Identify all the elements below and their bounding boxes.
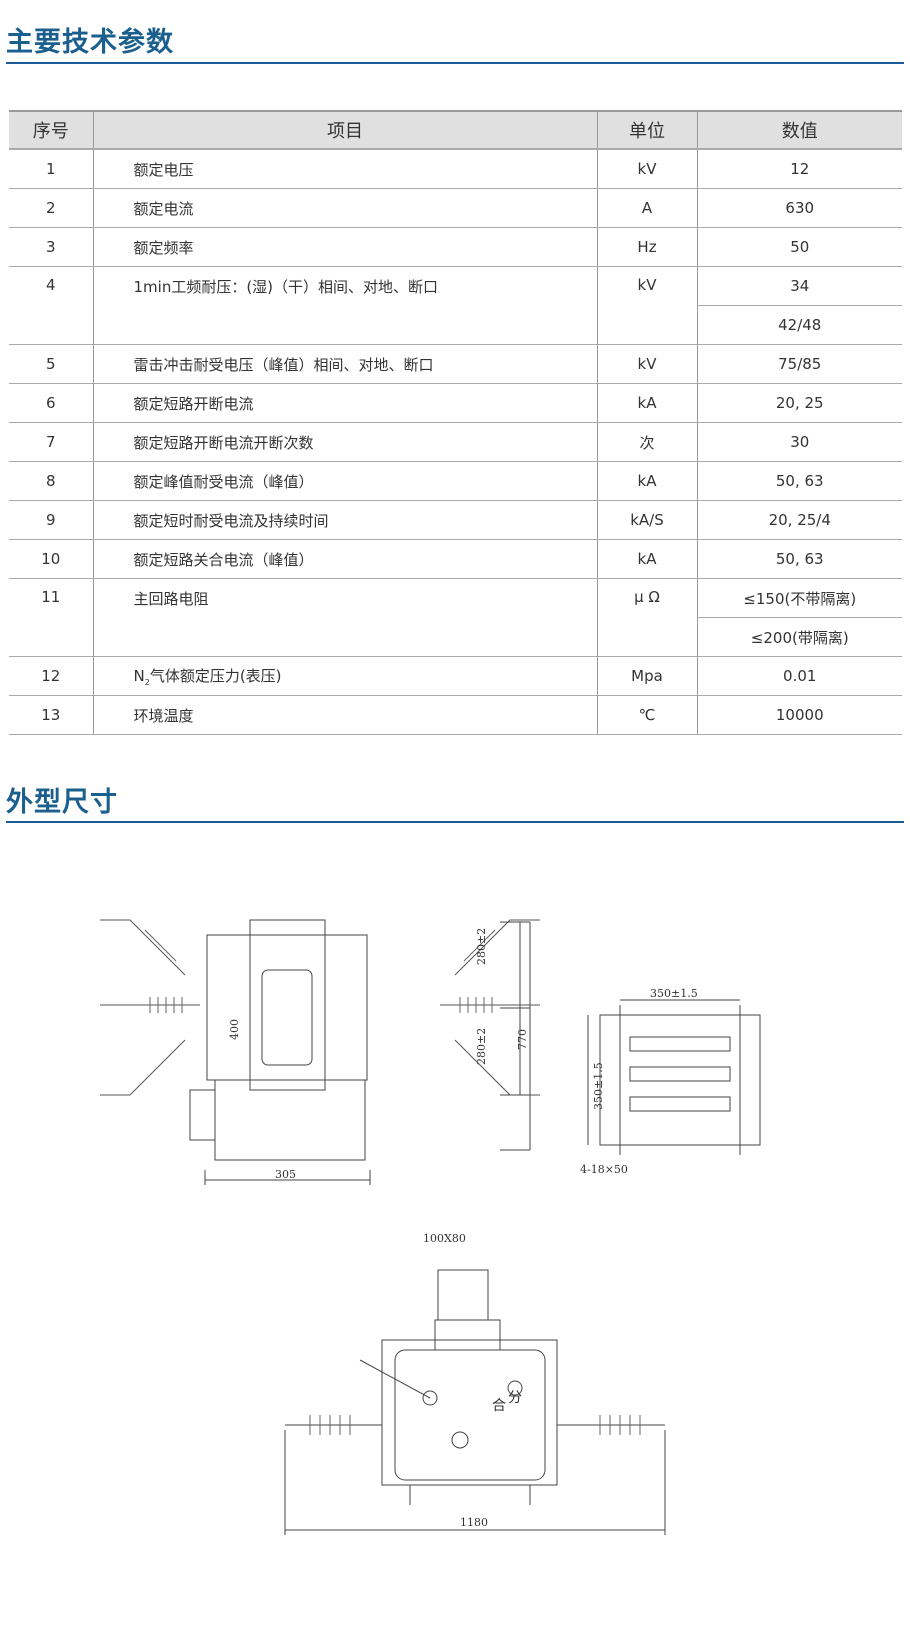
cell-no: 6 — [9, 383, 93, 423]
cell-value: 50 — [696, 227, 902, 267]
cell-value: 10000 — [696, 695, 902, 735]
cell-unit: kA — [596, 539, 697, 579]
dim-label: 770 — [516, 1029, 529, 1050]
close-label: 合 — [492, 1398, 506, 1414]
cell-item: 额定短路关合电流（峰值） — [92, 539, 597, 579]
dim-label: 280±2 — [475, 928, 488, 965]
section-title-dimensions: 外型尺寸 — [6, 787, 118, 818]
cell-unit: kA/S — [596, 500, 697, 540]
item-subscript: 2 — [144, 678, 150, 687]
cell-unit: A — [596, 188, 697, 228]
cell-value: 20, 25 — [696, 383, 902, 423]
cell-value: 0.01 — [696, 656, 902, 696]
cell-value: 30 — [696, 422, 902, 462]
cell-no: 12 — [9, 656, 93, 696]
cell-unit: kV — [596, 266, 697, 345]
cell-item: 额定短路开断电流开断次数 — [92, 422, 597, 462]
cell-unit: μ Ω — [596, 578, 697, 657]
cell-item: 额定电压 — [92, 149, 597, 189]
cell-no: 5 — [9, 344, 93, 384]
cell-item: N2气体额定压力(表压) — [92, 656, 597, 696]
cell-no: 13 — [9, 695, 93, 735]
cell-value: ≤150(不带隔离) — [696, 578, 902, 618]
front-view-drawing: 280±2 280±2 400 770 305 — [100, 919, 540, 1185]
cell-unit: kV — [596, 344, 697, 384]
cell-value: 50, 63 — [696, 539, 902, 579]
cell-no: 7 — [9, 422, 93, 462]
divider — [6, 821, 904, 823]
cell-no: 4 — [9, 266, 93, 345]
dim-label: 280±2 — [475, 1028, 488, 1065]
cell-no: 9 — [9, 500, 93, 540]
cell-value: 20, 25/4 — [696, 500, 902, 540]
table-row: ≤200(带隔离) — [9, 617, 902, 657]
cell-item: 额定电流 — [92, 188, 597, 228]
header-unit: 单位 — [596, 110, 697, 150]
cell-unit: ℃ — [596, 695, 697, 735]
table-header: 序号 项目 单位 数值 — [9, 110, 902, 150]
cell-no: 2 — [9, 188, 93, 228]
header-item: 项目 — [92, 110, 597, 150]
divider — [6, 62, 904, 64]
cell-unit: Mpa — [596, 656, 697, 696]
cell-unit: kA — [596, 383, 697, 423]
dim-label: 400 — [228, 1019, 241, 1040]
cell-unit: kA — [596, 461, 697, 501]
section-title-specs: 主要技术参数 — [6, 27, 174, 58]
table-row: 42/48 — [9, 305, 902, 345]
header-value: 数值 — [696, 110, 902, 150]
dim-label: 100X80 — [423, 1232, 466, 1245]
cell-unit: 次 — [596, 422, 697, 462]
open-label: 分 — [508, 1390, 522, 1406]
dim-label: 350±1.5 — [592, 1062, 605, 1110]
header-no: 序号 — [9, 110, 93, 150]
cell-item: 额定频率 — [92, 227, 597, 267]
cell-item: 雷击冲击耐受电压（峰值）相间、对地、断口 — [92, 344, 597, 384]
cell-value: 12 — [696, 149, 902, 189]
side-view-drawing: 100X80 合 分 1180 — [284, 1232, 666, 1535]
cell-value: 50, 63 — [696, 461, 902, 501]
cell-unit: kV — [596, 149, 697, 189]
dim-label: 4-18×50 — [580, 1163, 628, 1176]
cell-no: 10 — [9, 539, 93, 579]
cell-value: ≤200(带隔离) — [696, 617, 902, 657]
item-prefix: N — [133, 667, 145, 685]
dim-label: 305 — [275, 1168, 296, 1181]
cell-item: 1min工频耐压：(湿)（干）相间、对地、断口 — [92, 266, 597, 345]
cell-item: 主回路电阻 — [92, 578, 597, 657]
cell-value: 630 — [696, 188, 902, 228]
cell-value: 75/85 — [696, 344, 902, 384]
dim-label: 350±1.5 — [650, 987, 698, 1000]
dim-label: 1180 — [460, 1516, 488, 1529]
cell-value: 34 — [696, 266, 902, 306]
cell-no: 3 — [9, 227, 93, 267]
cell-item: 额定峰值耐受电流（峰值） — [92, 461, 597, 501]
cell-unit: Hz — [596, 227, 697, 267]
item-text: 气体额定压力(表压) — [149, 667, 282, 685]
cell-no: 11 — [9, 578, 93, 657]
top-view-drawing: 350±1.5 350±1.5 4-18×50 — [580, 987, 761, 1176]
cell-value: 42/48 — [696, 305, 902, 345]
cell-item: 额定短路开断电流 — [92, 383, 597, 423]
cell-item: 额定短时耐受电流及持续时间 — [92, 500, 597, 540]
cell-no: 8 — [9, 461, 93, 501]
cell-item: 环境温度 — [92, 695, 597, 735]
cell-no: 1 — [9, 149, 93, 189]
